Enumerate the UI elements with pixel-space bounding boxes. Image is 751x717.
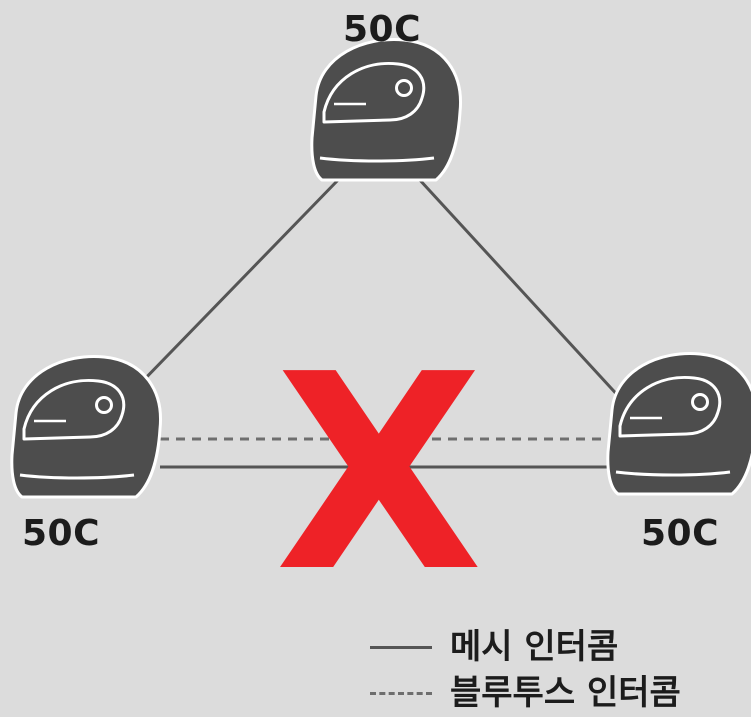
mesh-link-top-left: [134, 176, 342, 390]
legend-item-mesh: 메시 인터콤: [370, 630, 618, 664]
legend-bluetooth-label: 블루투스 인터콤: [450, 673, 681, 713]
legend-item-bluetooth: 블루투스 인터콤: [370, 676, 681, 710]
blocked-x-mark: X: [275, 316, 483, 631]
legend-dashed-line: [370, 691, 432, 695]
legend-mesh-label: 메시 인터콤: [450, 627, 619, 667]
mesh-link-top-right: [416, 176, 624, 402]
node-label-right: 50C: [641, 513, 720, 554]
legend-solid-line: [370, 645, 432, 649]
helmet-icon-top: [310, 37, 463, 182]
node-label-left: 50C: [22, 513, 101, 554]
helmet-icon-left: [10, 354, 163, 499]
helmet-icon-right: [606, 351, 751, 496]
node-label-top: 50C: [343, 9, 422, 50]
